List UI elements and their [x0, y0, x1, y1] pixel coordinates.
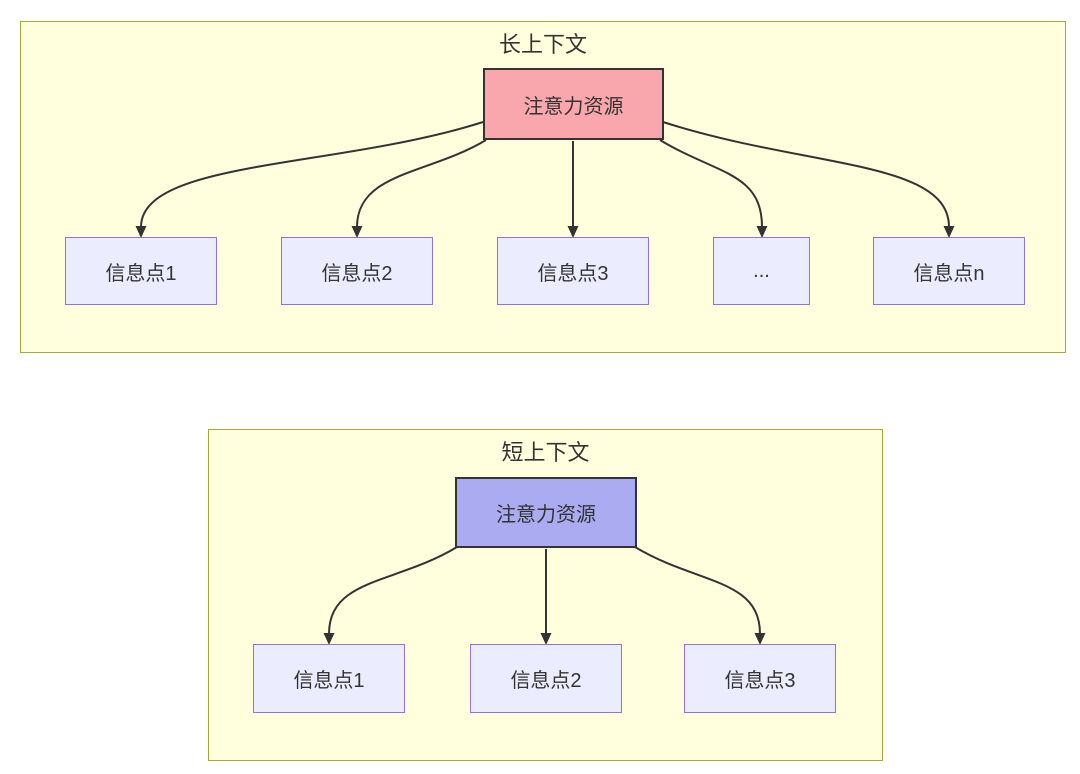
node-short-info-point-1: 信息点1	[253, 644, 405, 713]
cluster-short-context-title: 短上下文	[501, 440, 590, 465]
node-long-info-point-3: 信息点3	[497, 237, 649, 305]
node-long-info-ellipsis: ...	[713, 237, 810, 305]
node-long-info-point-2: 信息点2	[281, 237, 433, 305]
node-long-info-point-1: 信息点1	[65, 237, 217, 305]
node-long-info-point-n: 信息点n	[873, 237, 1025, 305]
node-long-attention-resource: 注意力资源	[483, 68, 664, 140]
cluster-long-context-title: 长上下文	[498, 32, 587, 57]
node-short-info-point-3: 信息点3	[684, 644, 836, 713]
node-short-info-point-2: 信息点2	[470, 644, 622, 713]
node-short-attention-resource: 注意力资源	[455, 477, 637, 548]
